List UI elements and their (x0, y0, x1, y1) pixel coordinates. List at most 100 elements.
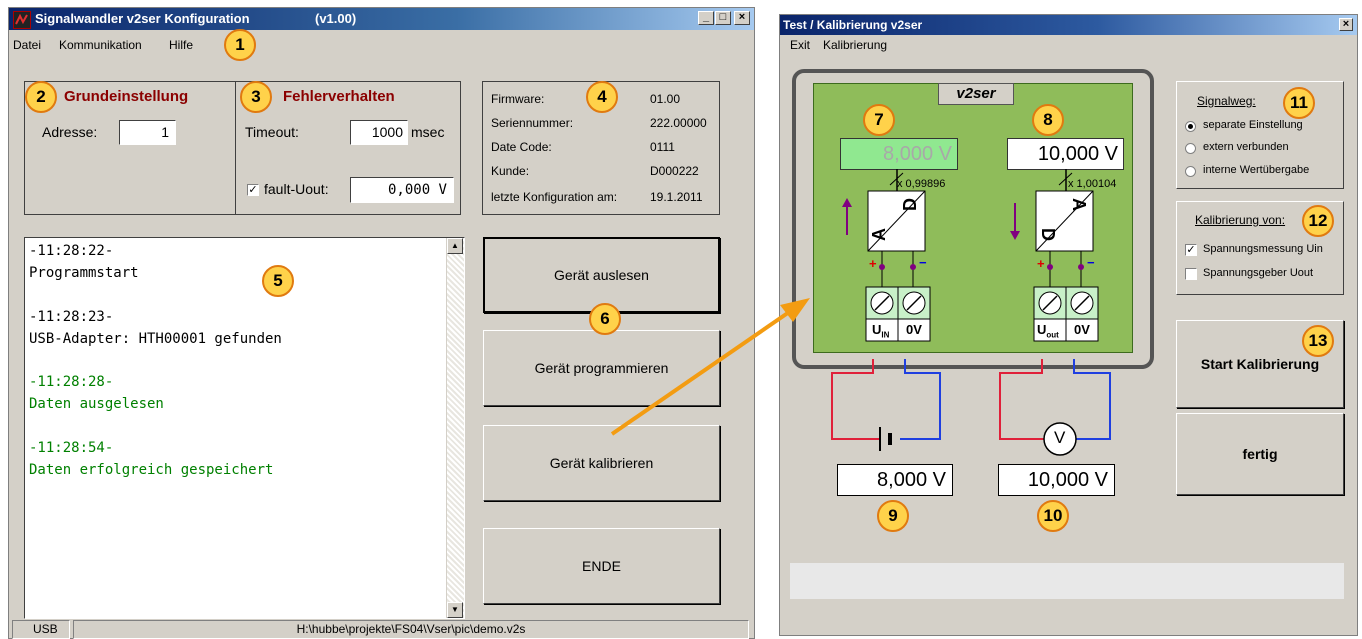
log-line: Daten erfolgreich gespeichert (29, 462, 274, 478)
source-voltage-display: 8,000 V (837, 464, 953, 496)
terminal-uin-main: U (872, 322, 882, 337)
callout-9: 9 (877, 500, 909, 532)
checkmark-icon: ✓ (1186, 244, 1196, 256)
terminal-uout-sub: out (1046, 330, 1059, 340)
app-icon (13, 11, 31, 29)
end-button[interactable]: ENDE (483, 528, 720, 604)
plus-sign-in: + (869, 256, 877, 271)
radio-extern-label: extern verbunden (1203, 141, 1289, 153)
close-icon: × (1342, 18, 1350, 30)
minus-sign-in: − (919, 255, 927, 270)
log-line: -11:28:54- (29, 440, 114, 456)
window-version: (v1.00) (315, 11, 357, 26)
adresse-input[interactable]: 1 (119, 120, 176, 145)
callout-3: 3 (240, 81, 272, 113)
serial-label: Seriennummer: (491, 116, 574, 130)
log-line: Daten ausgelesen (29, 396, 164, 412)
program-device-button[interactable]: Gerät programmieren (483, 330, 720, 406)
terminal-0v-out: 0V (1074, 322, 1090, 337)
calibration-title-bar[interactable]: Test / Kalibrierung v2ser × (780, 15, 1357, 35)
datecode-label: Date Code: (491, 140, 552, 154)
kalibrierung-heading: Kalibrierung von: (1195, 213, 1286, 227)
close-button[interactable]: × (734, 11, 750, 25)
log-scrollbar[interactable]: ▲ ▼ (446, 238, 464, 618)
callout-2: 2 (25, 81, 57, 113)
close-icon: × (738, 11, 746, 23)
callout-11: 11 (1283, 87, 1315, 119)
window-title: Signalwandler v2ser Konfiguration (35, 11, 250, 26)
external-wiring (831, 359, 1111, 456)
menu-exit[interactable]: Exit (790, 38, 811, 52)
timeout-label: Timeout: (245, 124, 299, 140)
scroll-down-button[interactable]: ▼ (447, 602, 463, 618)
kunde-value: D000222 (650, 164, 699, 178)
close-button[interactable]: × (1339, 18, 1353, 31)
terminal-uin: UIN (872, 322, 889, 340)
terminal-uout-main: U (1037, 322, 1047, 337)
log-textarea[interactable]: -11:28:22- Programmstart -11:28:23- USB-… (24, 237, 465, 619)
menu-datei[interactable]: Datei (13, 38, 42, 52)
log-line: -11:28:23- (29, 309, 114, 325)
scroll-up-button[interactable]: ▲ (447, 238, 463, 254)
calibrate-device-button[interactable]: Gerät kalibrieren (483, 425, 720, 501)
lastconfig-value: 19.1.2011 (650, 190, 703, 204)
radio-separate[interactable] (1185, 121, 1196, 132)
calibration-status-area (790, 563, 1344, 599)
config-window: Signalwandler v2ser Konfiguration (v1.00… (8, 7, 755, 639)
log-line: Programmstart (29, 265, 139, 281)
serial-value: 222.00000 (650, 116, 707, 130)
firmware-label: Firmware: (491, 92, 545, 106)
minimize-button[interactable]: _ (698, 11, 714, 25)
checkbox-uout[interactable] (1185, 268, 1197, 280)
callout-12: 12 (1302, 205, 1334, 237)
minus-sign-out: − (1087, 255, 1095, 270)
fehlerverhalten-heading: Fehlerverhalten (283, 88, 395, 105)
menu-kalibrierung[interactable]: Kalibrierung (823, 38, 888, 52)
callout-1: 1 (224, 29, 256, 61)
callout-8: 8 (1032, 104, 1064, 136)
lastconfig-label: letzte Konfiguration am: (491, 190, 618, 204)
maximize-button[interactable]: □ (715, 11, 731, 25)
radio-extern[interactable] (1185, 143, 1196, 154)
firmware-value: 01.00 (650, 92, 681, 106)
menu-kommunikation[interactable]: Kommunikation (59, 38, 142, 52)
radio-intern[interactable] (1185, 166, 1196, 177)
callout-10: 10 (1037, 500, 1069, 532)
callout-5: 5 (262, 265, 294, 297)
maximize-icon: □ (719, 11, 727, 23)
callout-7: 7 (863, 104, 895, 136)
kunde-label: Kunde: (491, 164, 530, 178)
fault-checkbox[interactable]: ✓ (247, 184, 259, 196)
arrow-down-icon: ▼ (451, 605, 459, 614)
grundeinstellung-heading: Grundeinstellung (64, 88, 189, 105)
menu-hilfe[interactable]: Hilfe (169, 38, 194, 52)
kalibrierung-group: Kalibrierung von: ✓ Spannungsmessung Uin… (1176, 201, 1344, 295)
config-title-bar[interactable]: Signalwandler v2ser Konfiguration (v1.00… (9, 8, 754, 30)
read-device-button[interactable]: Gerät auslesen (483, 237, 720, 313)
input-factor: x 0,99896 (897, 178, 946, 190)
output-factor: x 1,00104 (1068, 178, 1117, 190)
adresse-label: Adresse: (42, 124, 98, 140)
start-calibration-button[interactable]: Start Kalibrierung (1176, 320, 1344, 408)
arrow-up-icon: ▲ (451, 241, 459, 250)
radio-intern-label: interne Wertübergabe (1203, 164, 1310, 176)
done-button[interactable]: fertig (1176, 413, 1344, 495)
radio-separate-label: separate Einstellung (1203, 119, 1303, 131)
callout-6: 6 (589, 303, 621, 335)
calibration-title: Test / Kalibrierung v2ser (783, 18, 923, 32)
terminal-uout: Uout (1037, 322, 1059, 340)
signalweg-heading: Signalweg: (1197, 94, 1256, 108)
fault-input[interactable]: 0,000 V (350, 177, 454, 203)
checkmark-icon: ✓ (248, 184, 258, 196)
log-line: -11:28:28- (29, 374, 114, 390)
terminal-0v-in: 0V (906, 322, 922, 337)
checkbox-uin[interactable]: ✓ (1185, 244, 1197, 256)
device-frame: v2ser 8,000 V 10,000 V x 0,99896 x 1,001… (792, 69, 1154, 369)
callout-13: 13 (1302, 325, 1334, 357)
signalweg-group: Signalweg: separate Einstellung extern v… (1176, 81, 1344, 189)
timeout-input[interactable]: 1000 (350, 120, 408, 145)
fehlerverhalten-group: Fehlerverhalten Timeout: 1000 msec ✓ fau… (235, 81, 461, 215)
plus-sign-out: + (1037, 256, 1045, 271)
calibration-window: Test / Kalibrierung v2ser × Exit Kalibri… (779, 14, 1358, 636)
